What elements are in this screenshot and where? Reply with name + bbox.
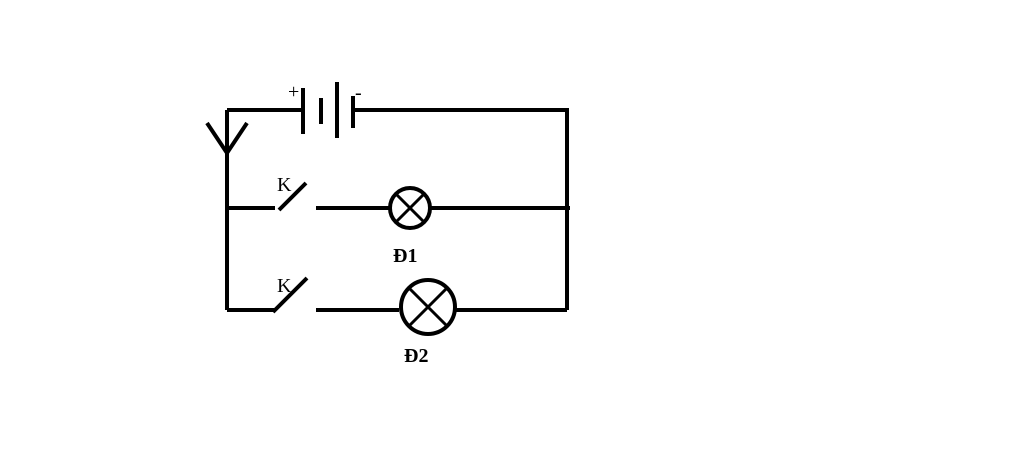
- branch-1: [227, 181, 570, 230]
- battery-positive-sign: +: [288, 81, 299, 103]
- branch-2-switch-blade: [271, 276, 309, 314]
- lamp-d1: [388, 186, 432, 230]
- battery: [301, 82, 355, 138]
- branch-1-switch-label: K: [277, 174, 292, 196]
- branch-2: [227, 276, 567, 336]
- branch-1-switch-blade: [277, 181, 308, 212]
- lamp-d2: [399, 278, 457, 336]
- lamp-d1-label: Đ1: [393, 245, 417, 267]
- lamp-d2-label: Đ2: [404, 345, 428, 367]
- branch-2-switch-label: K: [277, 275, 292, 297]
- battery-negative-sign: -: [355, 82, 362, 104]
- antenna-symbol: [205, 121, 249, 157]
- wire-top-right: [353, 108, 569, 310]
